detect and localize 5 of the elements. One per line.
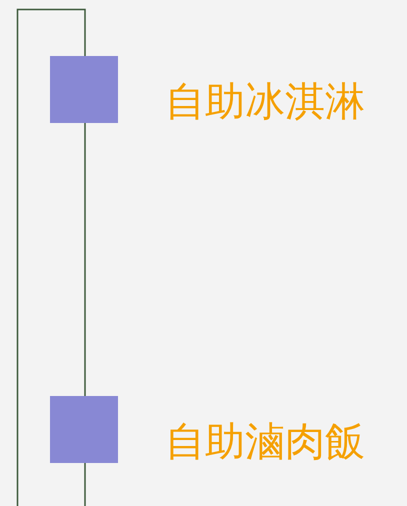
connector-line <box>84 123 86 396</box>
box-marker <box>50 56 118 123</box>
item-label: 自助冰淇淋 <box>165 78 365 126</box>
item-label: 自助滷肉飯 <box>165 418 365 466</box>
box-marker <box>50 396 118 463</box>
